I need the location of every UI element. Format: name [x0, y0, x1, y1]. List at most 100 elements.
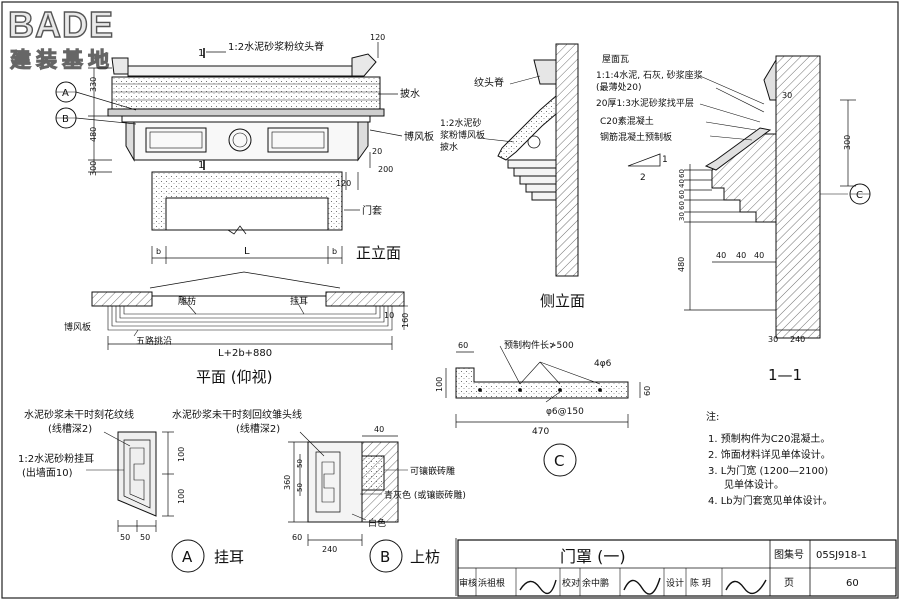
front-dim-120-top: 120: [370, 33, 385, 42]
detail-a-note-2b: (出墙面10): [22, 466, 73, 479]
detail-c-dims: [445, 351, 641, 428]
section-ridge-cap: [763, 58, 777, 101]
designer-name: 陈 玥: [690, 577, 711, 589]
ear-groove: [123, 439, 151, 509]
plan-title: 平面 (仰视): [196, 368, 272, 386]
front-callout-a-label: A: [62, 88, 69, 99]
beam-panel-right: [267, 127, 329, 153]
hanging-ear-right: [357, 121, 369, 162]
side-label-barge-3: 披水: [440, 141, 458, 153]
ridge-end-right: [351, 53, 377, 77]
front-leaders: [75, 51, 403, 211]
section-roof-tiles: [704, 127, 772, 171]
plan-label-carved: 雕枋: [178, 295, 196, 307]
title-block-text: 门罩 (一) 图集号 05SJ918-1 审核 浜祖根 校对 余中鹏 设计 陈 …: [459, 547, 867, 589]
precast-member: [455, 367, 629, 399]
ridge-end-left: [111, 57, 129, 75]
section-layer-4: C20素混凝土: [600, 115, 654, 127]
detail-b-dim-60: 60: [292, 533, 302, 542]
note-2: 2. 饰面材料详见单体设计。: [708, 448, 831, 461]
slope-label-1: 1: [662, 155, 668, 165]
front-dim-480: 480: [89, 127, 98, 142]
side-corbels: [507, 159, 557, 201]
brand-logo-text: BADE: [7, 3, 115, 45]
note-3: 3. L为门宽 (1200—2100): [708, 464, 828, 477]
notes-heading: 注:: [706, 410, 719, 423]
detail-c-leaders: [499, 345, 601, 403]
page-label: 页: [784, 577, 794, 589]
detail-c-text: 预制构件长≯500 4φ6 φ6@150 60 100 60 470 C: [435, 339, 652, 470]
side-label-barge-1: 1:2水泥砂: [440, 117, 482, 129]
detail-c-mark: C: [554, 452, 564, 470]
section-dim-300: 300: [843, 135, 852, 150]
front-label-barge: 博风板: [404, 130, 434, 143]
note-4: 4. Lb为门套宽见单体设计。: [708, 494, 833, 507]
page-number: 60: [846, 578, 859, 589]
eaves-corbel: [121, 115, 371, 123]
beam-section: [307, 441, 363, 523]
detail-a-dim-100b: 100: [177, 489, 186, 504]
general-notes: 注: 1. 预制构件为C20混凝土。 2. 饰面材料详见单体设计。 3. L为门…: [706, 410, 833, 507]
dims-front-L: [151, 246, 343, 264]
section-layer-3: 20厚1:3水泥砂浆找平层: [596, 97, 694, 109]
plan-projection-lines: [149, 271, 341, 289]
front-dim-300: 300: [89, 161, 98, 176]
plan-view-text: 雕枋 挂耳 博风板 五路挑沿 L+2b+880 10 160 平面 (仰视): [64, 295, 410, 386]
detail-a-note-2: 1:2水泥砂粉挂耳: [18, 452, 94, 465]
front-label-drip: 披水: [400, 87, 420, 100]
detail-b-dims: [288, 435, 398, 546]
front-section-mark-top: 1: [198, 48, 204, 59]
plan-label-barge: 博风板: [64, 321, 91, 333]
front-section-mark-bottom: 1: [198, 160, 204, 171]
detail-a-mark-circle: [171, 539, 205, 573]
side-wall: [555, 43, 579, 277]
plan-dim-160: 160: [401, 313, 410, 328]
detail-a-note-1: 水泥砂浆未干时刻花纹线: [24, 408, 134, 421]
front-note-ridge: 1:2水泥砂浆粉纹头脊: [228, 40, 324, 53]
section-dims-left: [684, 164, 776, 311]
plan-label-ear: 挂耳: [290, 295, 308, 307]
front-elevation-text: 1:2水泥砂浆粉纹头脊 1 1 A B 披水 博风板 门套 120 330 48…: [62, 33, 434, 262]
detail-b-label-white: 白色: [368, 517, 386, 529]
detail-c-dim-60a: 60: [458, 341, 468, 350]
side-ridge: [533, 59, 557, 85]
detail-b-text: 水泥砂浆未干时刻回纹雏头线 (线槽深2) 可镶嵌砖雕 青灰色 (或镶嵌砖雕) 白…: [172, 408, 466, 566]
title-block: [455, 538, 897, 597]
checker-signature: [623, 577, 661, 595]
detail-b-label-grey: 青灰色 (或镶嵌砖雕): [384, 489, 466, 501]
section-dim-30b: 30: [678, 212, 686, 221]
section-dim-60a: 60: [678, 169, 686, 178]
detail-c-dim-100: 100: [435, 377, 444, 392]
detail-c-dim-60b: 60: [643, 386, 652, 396]
side-elevation-text: 纹头脊 1:2水泥砂 浆粉博风板 披水 侧立面: [440, 76, 585, 310]
section-layer-5: 钢筋混凝土预制板: [600, 131, 672, 143]
rebar-dots: [478, 388, 602, 392]
tile-courses: [112, 83, 380, 101]
beam-groove: [315, 451, 341, 513]
front-dim-120-bottom: 120: [336, 179, 351, 188]
hanging-ear-left: [125, 121, 135, 162]
beam-panel-left-inner: [149, 131, 203, 149]
detail-a-text: 水泥砂浆未干时刻花纹线 (线槽深2) 1:2水泥砂粉挂耳 (出墙面10) 100…: [18, 408, 244, 566]
reviewer-signature: [519, 579, 557, 595]
side-leaders: [477, 75, 541, 143]
detail-a-dims: [117, 431, 174, 532]
detail-a-title: 挂耳: [214, 548, 244, 566]
ridge-body: [127, 65, 353, 77]
side-label-ridge: 纹头脊: [474, 76, 504, 89]
dims-front-right: [345, 42, 379, 190]
front-elevation-title: 正立面: [356, 244, 401, 262]
front-dim-20: 20: [372, 147, 382, 156]
section-dim-30c: 30: [768, 335, 778, 344]
plan-dim-total: L+2b+880: [218, 348, 272, 359]
section-1-1-text: 屋面瓦 1:1:4水泥, 石灰, 砂浆座浆 (最薄处20) 20厚1:3水泥砂浆…: [596, 54, 863, 384]
slope-label-2: 2: [640, 173, 646, 183]
detail-b-note-1b: (线槽深2): [236, 422, 280, 435]
detail-b-dim-50a: 50: [296, 459, 304, 468]
section-dim-30: 30: [782, 91, 792, 100]
detail-b-mark: B: [380, 548, 390, 566]
break-line: [227, 225, 247, 235]
detail-b-dim-360: 360: [283, 475, 292, 490]
plan-eaves-lines: [107, 306, 393, 331]
